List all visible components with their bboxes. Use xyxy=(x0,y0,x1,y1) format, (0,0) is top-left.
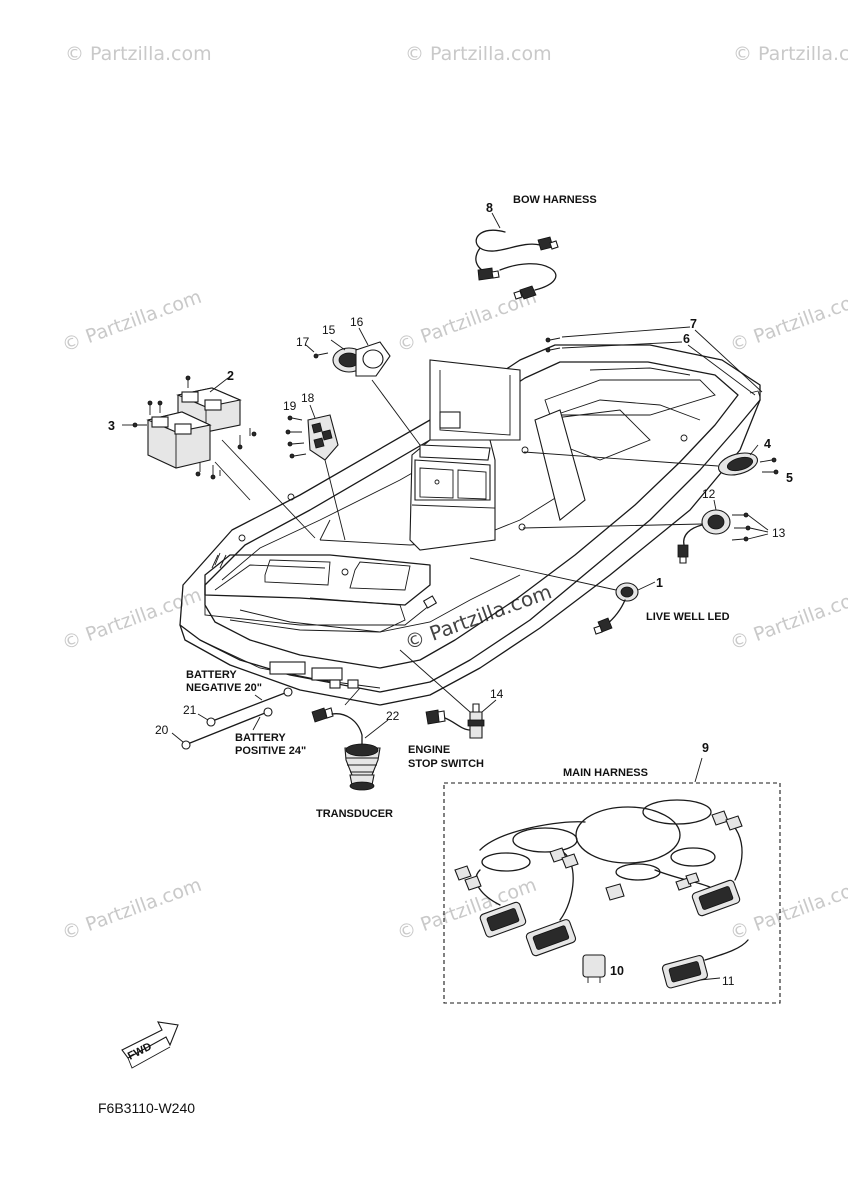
callout-1: 1 xyxy=(656,576,663,590)
callout-2: 2 xyxy=(227,369,234,383)
callout-5: 5 xyxy=(786,471,793,485)
watermark: © Partzilla.com xyxy=(733,43,848,65)
callout-20: 20 xyxy=(155,723,169,737)
live-well-led: 1 LIVE WELL LED xyxy=(469,557,730,635)
fwd-label: FWD xyxy=(126,1041,154,1063)
watermark: © Partzilla.com xyxy=(727,584,848,655)
live-well-led-label: LIVE WELL LED xyxy=(646,611,730,623)
fwd-arrow-icon: FWD xyxy=(121,1021,179,1069)
side-light: 12 13 xyxy=(522,487,786,564)
watermark: © Partzilla.com xyxy=(727,286,848,357)
callout-16: 16 xyxy=(350,315,364,329)
callout-14: 14 xyxy=(490,687,504,701)
callout-4: 4 xyxy=(764,437,771,451)
boat-hull xyxy=(179,344,761,706)
battery-cables: 21 20 BATTERY NEGATIVE 20" BATTERY POSIT… xyxy=(155,669,306,757)
bow-harness-label: BOW HARNESS xyxy=(513,194,597,206)
battery-negative-label-l1: BATTERY xyxy=(186,669,237,681)
callout-7: 7 xyxy=(690,317,697,331)
callout-9: 9 xyxy=(702,741,709,755)
bow-fasteners: 7 6 xyxy=(545,317,763,398)
callout-22: 22 xyxy=(386,709,400,723)
transducer: 22 TRANSDUCER xyxy=(311,687,400,820)
callout-21: 21 xyxy=(183,703,197,717)
callout-17: 17 xyxy=(296,335,310,349)
battery-positive-label-l1: BATTERY xyxy=(235,732,286,744)
engine-stop-label-l2: STOP SWITCH xyxy=(408,758,484,770)
callout-12: 12 xyxy=(702,487,716,501)
courtesy-light: 4 5 xyxy=(523,437,793,485)
engine-stop-label-l1: ENGINE xyxy=(408,744,450,756)
main-harness-label: MAIN HARNESS xyxy=(563,767,648,779)
batteries: 2 3 xyxy=(108,369,257,480)
watermark: © Partzilla.com xyxy=(727,874,848,945)
watermark: © Partzilla.com xyxy=(405,43,552,65)
callout-11: 11 xyxy=(722,974,735,988)
switch-panel: 18 19 xyxy=(283,391,346,541)
main-harness: 9 MAIN HARNESS xyxy=(443,741,781,1004)
speaker-grille: 15 16 17 xyxy=(296,315,421,446)
transducer-label: TRANSDUCER xyxy=(316,808,393,820)
callout-10: 10 xyxy=(610,964,624,978)
watermark: © Partzilla.com xyxy=(59,286,204,357)
callout-6: 6 xyxy=(683,332,690,346)
callout-8: 8 xyxy=(486,201,493,215)
callout-18: 18 xyxy=(301,391,315,405)
callout-13: 13 xyxy=(772,526,786,540)
callout-19: 19 xyxy=(283,399,297,413)
bow-harness: 8 BOW HARNESS xyxy=(475,194,597,300)
watermark: © Partzilla.com xyxy=(65,43,212,65)
battery-positive-label-l2: POSITIVE 24" xyxy=(235,745,306,757)
diagram-code: F6B3110-W240 xyxy=(98,1100,195,1116)
watermark: © Partzilla.com xyxy=(59,874,204,945)
callout-3: 3 xyxy=(108,419,115,433)
battery-negative-label-l2: NEGATIVE 20" xyxy=(186,682,262,694)
callout-15: 15 xyxy=(322,323,336,337)
engine-stop-switch: 14 ENGINE STOP SWITCH xyxy=(399,649,504,770)
center-watermark: © Partzilla.com xyxy=(402,579,555,654)
